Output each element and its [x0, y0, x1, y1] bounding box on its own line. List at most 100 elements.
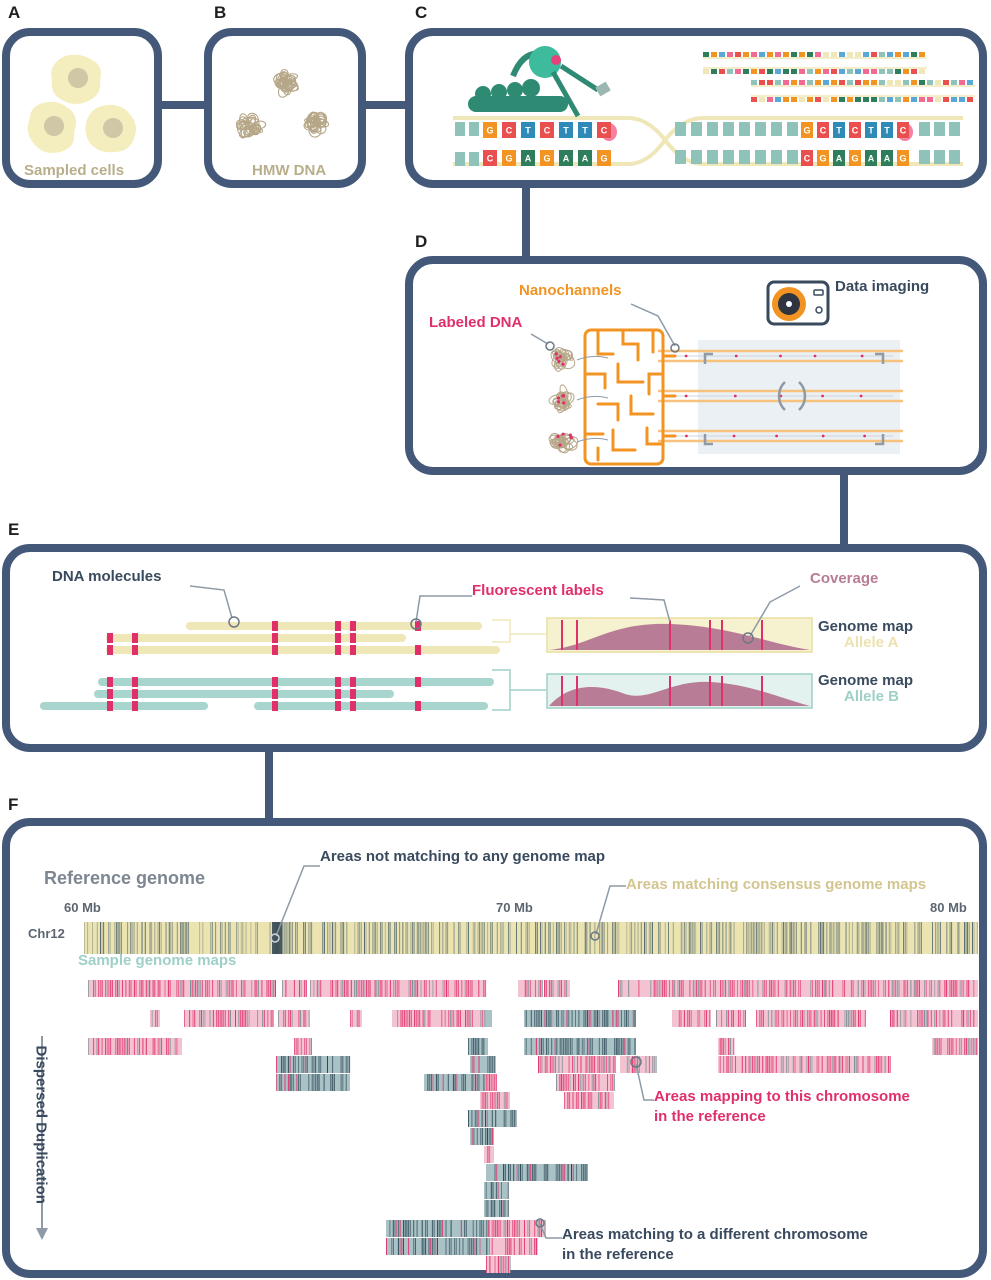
dna-base-block [771, 122, 782, 136]
label-dot [821, 434, 825, 438]
chromosome-alignment [36, 865, 978, 1273]
fluorescent-label-mark [272, 701, 278, 711]
base-letter: G [899, 154, 906, 164]
fluorescent-label-mark [107, 633, 113, 643]
fluorescent-label-mark [350, 621, 356, 631]
label-data-imaging: Data imaging [835, 278, 930, 295]
label-dot [734, 354, 738, 358]
panel-label-d: D [415, 232, 428, 251]
base-letter: T [884, 126, 890, 136]
label-matching-consensus: Areas matching consensus genome maps [626, 876, 927, 893]
dna-tangle-icon [273, 68, 300, 98]
dna-base-bottom [817, 150, 829, 166]
labeled-dna-tangle-icon [548, 432, 609, 454]
connector-d-e [840, 475, 848, 547]
fluorescent-label-mark [272, 633, 278, 643]
sample-map-different-chromosome [468, 1110, 517, 1127]
dna-base-block [469, 152, 479, 166]
fluorescent-label-mark [132, 677, 138, 687]
dna-base-top [597, 122, 611, 138]
sample-map-same-chromosome [278, 1010, 310, 1027]
fluorescent-label-mark [335, 689, 341, 699]
base-letter: C [601, 126, 608, 136]
label-reference-genome: Reference genome [44, 868, 206, 888]
label-dot [859, 394, 863, 398]
reference-chromosome-bar [84, 922, 978, 954]
sample-map-different-chromosome [484, 1200, 509, 1217]
base-letter: T [563, 126, 569, 136]
connector-a-b [158, 101, 206, 109]
dna-base-block [739, 150, 750, 164]
dna-tangle-icon [235, 112, 267, 139]
label-sample-genome-maps: Sample genome maps [78, 952, 237, 969]
dna-base-bottom [502, 150, 516, 166]
sample-map-same-chromosome [718, 1038, 735, 1055]
sample-map-different-chromosome [276, 1056, 351, 1073]
fluorescent-label-mark [335, 677, 341, 687]
fluorescent-label-mark [107, 689, 113, 699]
dna-molecule-allele-a [106, 646, 500, 654]
dna-base-bottom [881, 150, 893, 166]
mini-dna-strand [751, 80, 975, 102]
panel-hmw-dna: HMW DNA [204, 28, 366, 188]
connector-e-f [265, 750, 273, 822]
fluorescent-label-mark [132, 689, 138, 699]
dna-base-bottom [865, 150, 877, 166]
label-chr12: Chr12 [28, 926, 65, 941]
fluorescent-label-mark [335, 633, 341, 643]
sample-map-same-chromosome [490, 1238, 538, 1255]
label-dispersed-duplication: Dispersed Duplication [32, 1045, 50, 1204]
base-letter: A [582, 154, 589, 164]
dna-base-block [755, 122, 766, 136]
panel-sampled-cells: Sampled cells [2, 28, 162, 188]
fluorescent-label-mark [350, 633, 356, 643]
fluorescent-label-mark [107, 645, 113, 655]
sample-map-same-chromosome [392, 1010, 487, 1027]
base-letter: C [820, 126, 827, 136]
coverage-curve-a [549, 623, 810, 650]
sample-map-same-chromosome [150, 1010, 160, 1027]
sample-map-same-chromosome [350, 1010, 362, 1027]
base-letter: A [884, 154, 891, 164]
fluorescent-label-mark [415, 677, 421, 687]
sample-map-same-chromosome [184, 1010, 274, 1027]
hmw-dna-illustration [235, 68, 330, 139]
sample-map-same-chromosome [718, 1056, 891, 1073]
label-mapping-this-2: in the reference [654, 1108, 766, 1125]
label-dot [860, 354, 864, 358]
sample-map-same-chromosome [310, 980, 487, 997]
cells-illustration [27, 54, 136, 153]
dna-base-top [849, 122, 861, 138]
label-diff-chrom-1: Areas matching to a different chromosome [562, 1226, 868, 1243]
dna-base-block [723, 122, 734, 136]
connector-b-c [363, 101, 411, 109]
connector-c-d [522, 188, 530, 258]
genome-map-assembly [40, 585, 813, 711]
dna-base-block [771, 150, 782, 164]
dna-base-block [739, 122, 750, 136]
dna-base-bottom [483, 150, 497, 166]
sample-map-same-chromosome [756, 1010, 866, 1027]
sample-map-different-chromosome [486, 1164, 588, 1181]
camera-icon [766, 280, 830, 326]
fluorescent-label-mark [132, 645, 138, 655]
dna-base-bottom [559, 150, 573, 166]
fluorescent-label-mark [350, 645, 356, 655]
dna-base-block [787, 122, 798, 136]
cell-icon [51, 54, 101, 104]
fluorescent-label-mark [272, 689, 278, 699]
dna-base-block [723, 150, 734, 164]
caption-sampled-cells: Sampled cells [24, 162, 125, 179]
sample-map-different-chromosome [276, 1074, 350, 1091]
dna-base-block [919, 150, 930, 164]
label-dot [685, 434, 688, 438]
label-dot [813, 354, 817, 358]
base-letter: G [819, 154, 826, 164]
base-letter: G [851, 154, 858, 164]
sample-map-same-chromosome [88, 980, 276, 997]
panel-genome-maps: DNA molecules Fluorescent labels Coverag… [2, 544, 987, 752]
label-dot [779, 354, 782, 358]
sample-map-same-chromosome [618, 980, 978, 997]
dna-base-block [949, 122, 960, 136]
